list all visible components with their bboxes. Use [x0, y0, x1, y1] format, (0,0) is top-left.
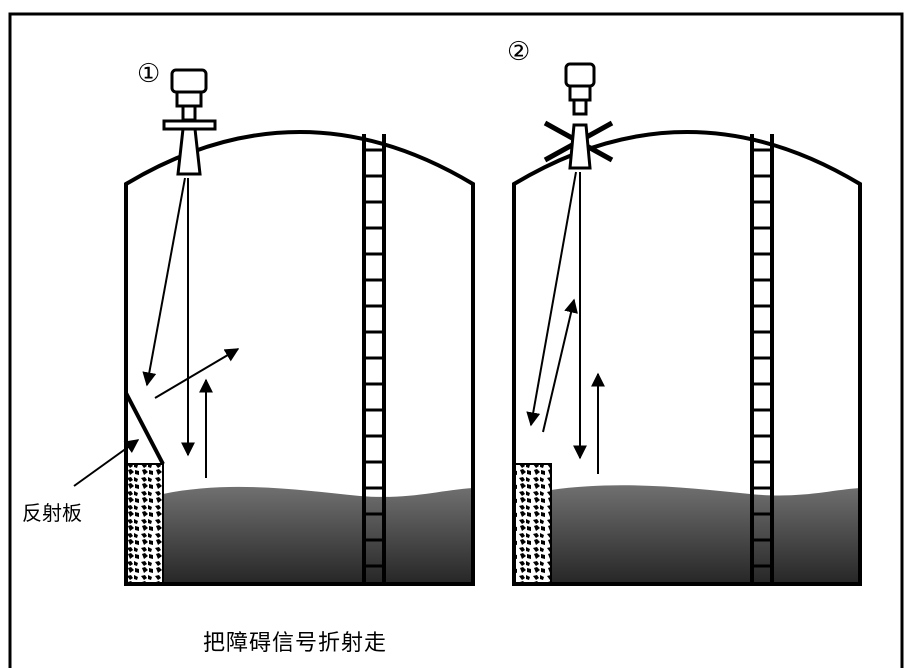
panel-2-signal-arrow — [542, 298, 578, 433]
panel-1-obstacle-icon — [125, 463, 164, 585]
panel-2-obstacle-icon — [513, 463, 552, 585]
diagram-caption: 把障碍信号折射走 — [203, 631, 387, 656]
panel-2-number: ② — [507, 37, 530, 67]
panel-1-signal-arrow — [142, 177, 186, 387]
reflector-label: 反射板 — [22, 501, 82, 525]
panel-2-tank — [512, 130, 862, 586]
panel-1-signal-arrow — [154, 348, 240, 399]
panel-1-reflector-plate — [124, 392, 165, 465]
panel-2-ladder-icon — [750, 134, 774, 584]
panel-2-material — [551, 485, 860, 584]
diagram-frame — [8, 12, 904, 668]
panel-1-material — [163, 486, 473, 584]
panel-1-ladder-icon — [362, 134, 386, 584]
panel-2: ② — [507, 37, 862, 586]
panel-1: ① — [124, 59, 475, 586]
panel-2-signal-arrow — [526, 171, 577, 427]
reflector-pointer-arrow — [73, 439, 140, 487]
panel-1-tank — [124, 130, 475, 586]
panel-2-radar-level-sensor-icon — [543, 62, 614, 170]
panel-1-radar-level-sensor-icon — [162, 68, 217, 176]
panel-1-number: ① — [137, 59, 160, 89]
